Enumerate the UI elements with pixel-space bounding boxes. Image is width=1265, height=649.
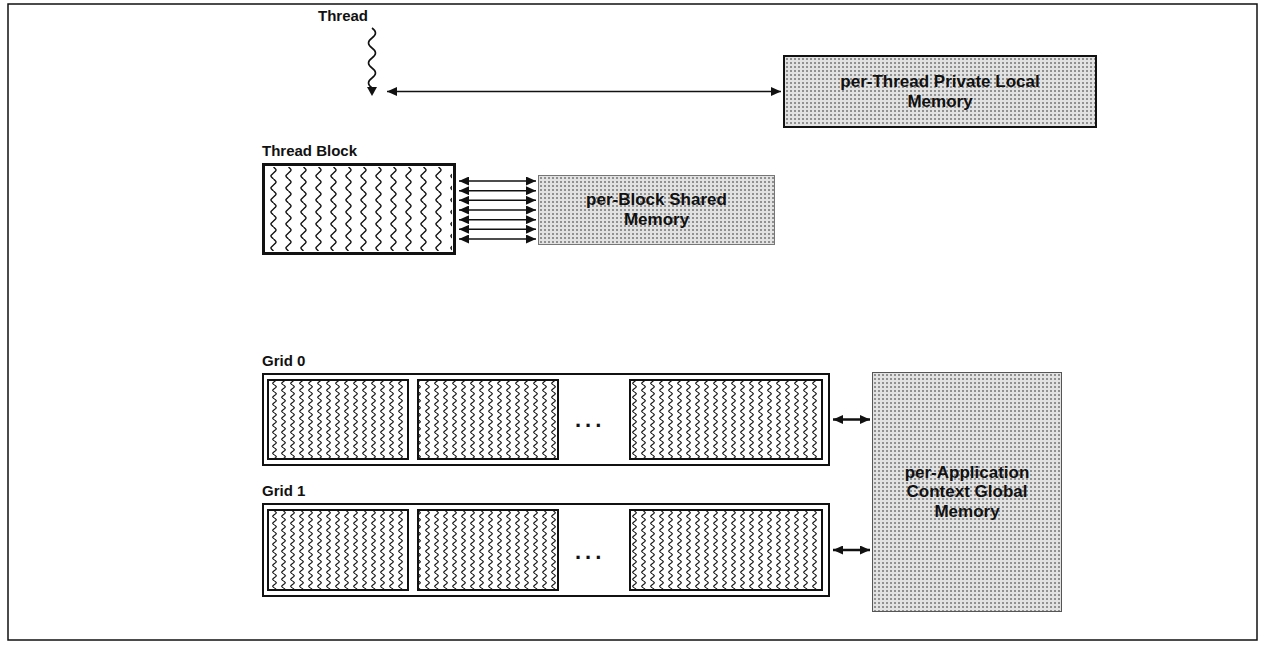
memory-text-group: per-Application Context Global Memory <box>902 463 1032 522</box>
connector-line <box>459 180 536 182</box>
heading-label: Grid 1 <box>262 481 830 501</box>
thread-block-outline <box>262 163 456 255</box>
memory-box: per-Block Shared Memory <box>538 175 775 245</box>
grid-block <box>630 510 822 590</box>
heading-label: Thread Block <box>262 141 456 161</box>
connector-line <box>459 209 536 211</box>
connector-line <box>459 229 536 231</box>
memory-text-group: per-Thread Private Local Memory <box>838 72 1043 111</box>
memory-label: per-Application Context Global Memory <box>902 463 1032 522</box>
grid-box: Grid 0... <box>262 351 830 466</box>
thread: Thread <box>300 6 384 102</box>
heading-label: Grid 0 <box>262 351 830 371</box>
memory-box: per-Application Context Global Memory <box>872 372 1062 612</box>
memory-box: per-Thread Private Local Memory <box>783 55 1097 128</box>
ellipsis-label: ... <box>575 409 605 431</box>
connector-line <box>459 190 536 192</box>
connector-line <box>833 418 870 421</box>
memory-access-arrow <box>833 550 870 551</box>
memory-label: per-Thread Private Local Memory <box>838 72 1043 111</box>
ellipsis-label: ... <box>575 541 605 563</box>
grid-block <box>418 380 558 459</box>
memory-access-arrow <box>459 181 536 239</box>
thread-block-threads <box>266 167 452 251</box>
grid-box-outline: ... <box>262 373 830 466</box>
memory-access-arrow <box>833 419 870 420</box>
thread-symbol <box>369 28 376 88</box>
thread-arrowhead <box>367 87 377 96</box>
connector-line <box>387 91 781 93</box>
connector-line <box>459 219 536 221</box>
thread-block: Thread Block <box>262 141 456 255</box>
outer-frame <box>8 4 1257 640</box>
grid-block <box>418 510 558 590</box>
grid-box: Grid 1... <box>262 481 830 597</box>
memory-access-arrow <box>387 91 781 92</box>
grid-box-outline: ... <box>262 503 830 597</box>
grid-block <box>630 380 822 459</box>
grid-block <box>268 510 408 590</box>
memory-label: per-Block Shared Memory <box>582 190 732 229</box>
connector-line <box>459 200 536 202</box>
heading-label: Thread <box>318 6 384 26</box>
memory-text-group: per-Block Shared Memory <box>582 190 732 229</box>
connector-line <box>833 549 870 552</box>
connector-line <box>459 238 536 240</box>
thread-outline <box>362 28 384 102</box>
grid-block <box>268 380 408 459</box>
